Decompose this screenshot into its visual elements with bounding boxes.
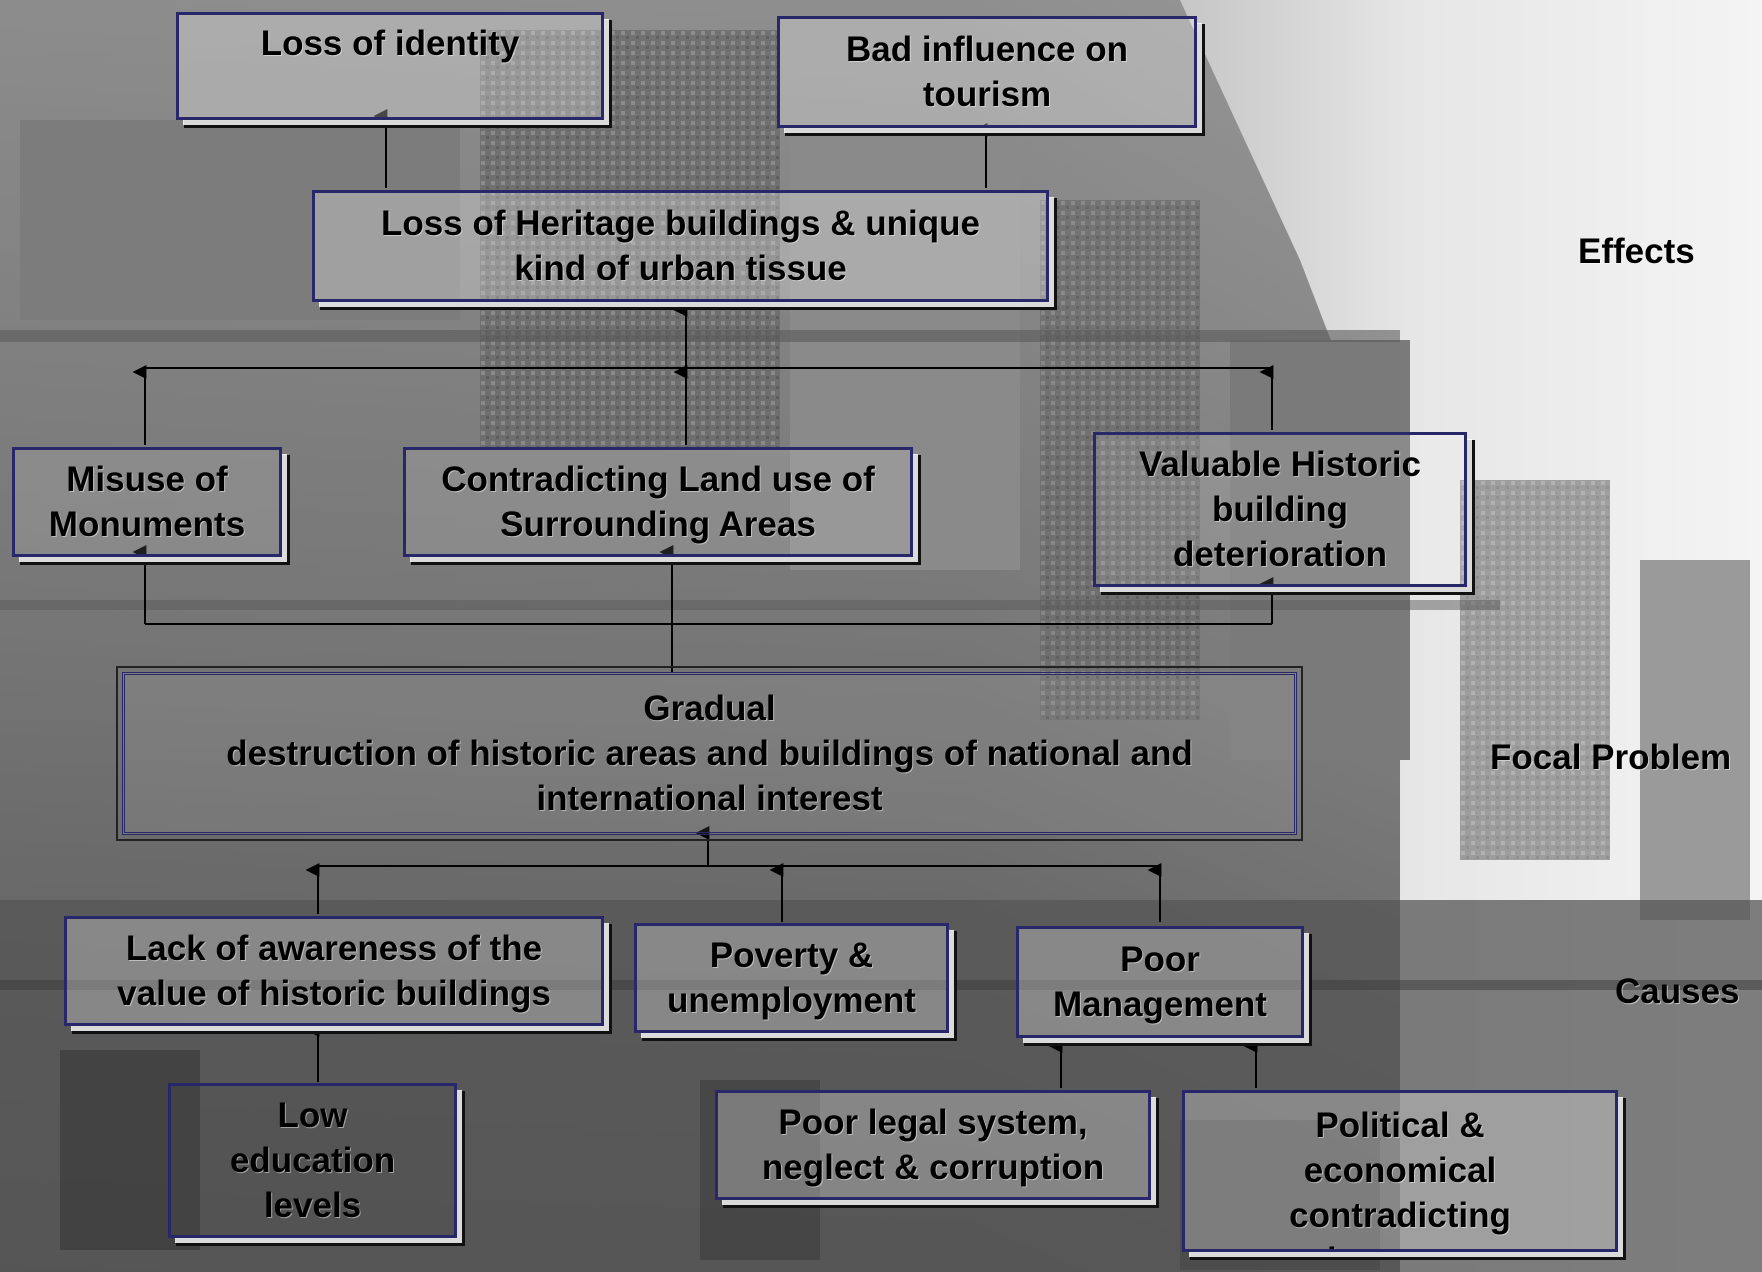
effect-loss-of-heritage-label: Loss of Heritage buildings & unique kind… xyxy=(381,204,980,288)
effect-loss-of-identity-label: Loss of identity xyxy=(260,24,520,63)
cause-political-economical-interests-label: Political & economical contradicting int… xyxy=(1289,1106,1511,1249)
focal-problem-label: Gradual destruction of historic areas an… xyxy=(226,689,1193,818)
effect-loss-of-identity: Loss of identity xyxy=(176,12,604,120)
effect-loss-of-heritage: Loss of Heritage buildings & unique kind… xyxy=(312,190,1049,302)
focal-problem-box: Gradual destruction of historic areas an… xyxy=(116,666,1303,841)
cause-poverty-unemployment-label: Poverty & unemployment xyxy=(667,936,916,1020)
effect-misuse-of-monuments-label: Misuse of Monuments xyxy=(48,460,246,544)
cause-poor-legal-system-label: Poor legal system, neglect & corruption xyxy=(761,1103,1105,1187)
cause-low-education-levels-label: Low education levels xyxy=(229,1096,396,1225)
effect-historic-building-deterioration-label: Valuable Historic building deterioration xyxy=(1138,445,1422,574)
cause-poor-management-label: Poor Management xyxy=(1053,940,1267,1024)
cause-lack-of-awareness: Lack of awareness of the value of histor… xyxy=(64,916,604,1026)
cause-low-education-levels: Low education levels xyxy=(168,1083,457,1238)
side-label-focal-problem: Focal Problem xyxy=(1490,738,1732,777)
effect-misuse-of-monuments: Misuse of Monuments xyxy=(12,447,282,557)
cause-political-economical-interests: Political & economical contradicting int… xyxy=(1182,1090,1618,1252)
cause-poverty-unemployment: Poverty & unemployment xyxy=(634,923,949,1033)
effect-contradicting-land-use: Contradicting Land use of Surrounding Ar… xyxy=(403,447,913,557)
cause-poor-legal-system: Poor legal system, neglect & corruption xyxy=(715,1090,1151,1200)
effect-bad-influence-on-tourism: Bad influence on tourism xyxy=(777,16,1197,128)
side-label-effects: Effects xyxy=(1578,232,1695,271)
effect-contradicting-land-use-label: Contradicting Land use of Surrounding Ar… xyxy=(441,460,875,544)
side-label-causes: Causes xyxy=(1615,972,1740,1011)
effect-historic-building-deterioration: Valuable Historic building deterioration xyxy=(1093,432,1467,587)
cause-poor-management: Poor Management xyxy=(1016,926,1304,1038)
effect-bad-influence-on-tourism-label: Bad influence on tourism xyxy=(846,30,1128,114)
cause-lack-of-awareness-label: Lack of awareness of the value of histor… xyxy=(117,929,551,1013)
